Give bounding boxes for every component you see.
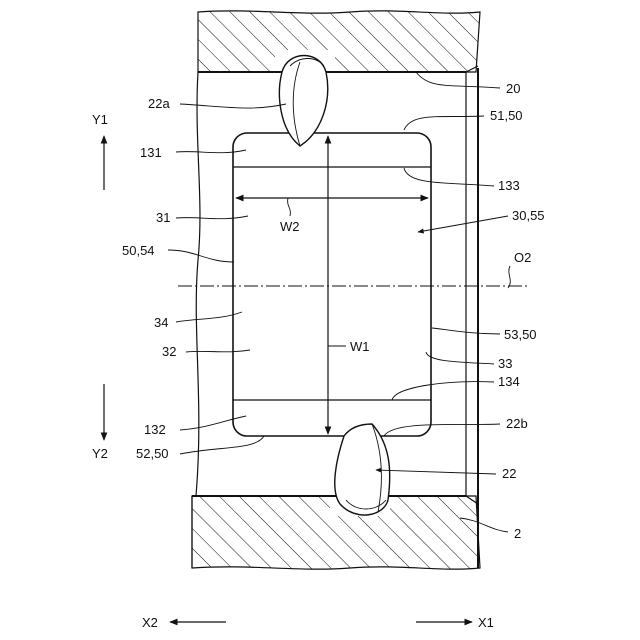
label-50-54: 50,54 bbox=[122, 243, 155, 258]
label-x1: X1 bbox=[478, 615, 494, 630]
label-22: 22 bbox=[502, 466, 516, 481]
label-32: 32 bbox=[162, 344, 176, 359]
label-131: 131 bbox=[140, 145, 162, 160]
label-y2: Y2 bbox=[92, 446, 108, 461]
upper-hatched-member bbox=[198, 11, 480, 72]
leader-51-50 bbox=[404, 116, 484, 130]
central-body bbox=[233, 133, 431, 436]
label-31: 31 bbox=[156, 210, 170, 225]
leader-34 bbox=[176, 312, 242, 322]
label-53-50: 53,50 bbox=[504, 327, 537, 342]
leader-52-50 bbox=[180, 436, 264, 454]
leader-50-54 bbox=[168, 250, 234, 262]
label-134: 134 bbox=[498, 374, 520, 389]
label-132: 132 bbox=[144, 422, 166, 437]
label-x2: X2 bbox=[142, 615, 158, 630]
label-52-50: 52,50 bbox=[136, 446, 169, 461]
label-51-50: 51,50 bbox=[490, 108, 523, 123]
leader-20 bbox=[416, 72, 500, 88]
label-34: 34 bbox=[154, 315, 168, 330]
label-w1: W1 bbox=[350, 339, 370, 354]
leader-22a bbox=[180, 104, 286, 108]
leader-o2 bbox=[508, 266, 510, 288]
label-133: 133 bbox=[498, 178, 520, 193]
label-y1: Y1 bbox=[92, 112, 108, 127]
label-22b: 22b bbox=[506, 416, 528, 431]
label-2: 2 bbox=[514, 526, 521, 541]
label-20: 20 bbox=[506, 81, 520, 96]
left-break-line bbox=[196, 72, 200, 496]
label-30-55: 30,55 bbox=[512, 208, 545, 223]
label-22a: 22a bbox=[148, 96, 170, 111]
label-33: 33 bbox=[498, 356, 512, 371]
label-o2: O2 bbox=[514, 250, 531, 265]
label-w2: W2 bbox=[280, 219, 300, 234]
leader-33 bbox=[426, 352, 494, 364]
